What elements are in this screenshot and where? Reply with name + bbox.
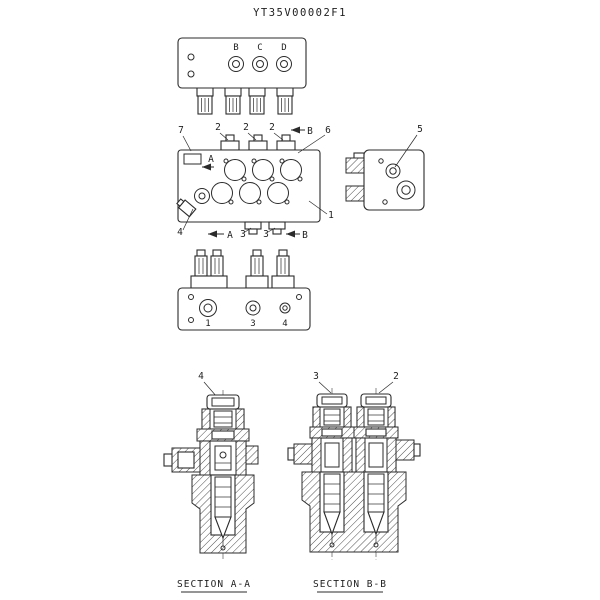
side-port (396, 180, 416, 200)
valve-cartridge-section (309, 393, 355, 473)
side-view: 5 (345, 124, 425, 211)
front-view: 7 2 2 2 6 A A B B 4 3 3 1 (176, 122, 334, 241)
section-letter-a: A (208, 154, 214, 165)
callout-3: 3 (313, 371, 319, 382)
callout-6: 6 (325, 125, 331, 136)
callout-2: 2 (393, 371, 399, 382)
spool-tip (214, 516, 232, 540)
callout-7: 7 (178, 125, 184, 136)
port-label-4: 4 (282, 319, 287, 329)
section-mark-a-bottom: A (208, 230, 233, 241)
nameplate (183, 153, 202, 165)
port-C: C (252, 43, 268, 72)
port-label-d: D (281, 43, 286, 53)
valve-bottom-stem (268, 221, 286, 235)
callout-4: 4 (198, 371, 204, 382)
valve-flange (279, 158, 303, 182)
side-connector (345, 185, 365, 202)
screw-hole (187, 70, 195, 78)
section-mark-b-top: B (291, 126, 313, 137)
top-view-connector (276, 85, 294, 115)
valve-flange (223, 158, 247, 182)
section-aa-caption: SECTION A-A (177, 579, 251, 590)
valve-flange (251, 158, 275, 182)
callout-2: 2 (269, 122, 275, 133)
section-aa-label: SECTION A-A (177, 579, 251, 593)
top-view-connector (248, 85, 266, 115)
port-label-1: 1 (205, 319, 210, 329)
top-view-connector (196, 85, 214, 115)
spool-tip (323, 511, 341, 536)
bottom-view-connector (245, 249, 269, 289)
valve-flange (267, 182, 290, 205)
top-view-connector (224, 85, 242, 115)
bottom-view-connector (190, 249, 228, 289)
drawing-number: YT35V00002F1 (253, 7, 347, 19)
section-letter-b: B (302, 230, 308, 241)
port-4: 4 (279, 302, 291, 329)
valve-cartridge-section (353, 393, 399, 473)
screw-hole (378, 158, 384, 164)
solenoid-connector-section (395, 439, 421, 461)
section-mark-a-top: A (202, 154, 214, 171)
side-view-body (363, 149, 425, 211)
port-3: 3 (245, 300, 261, 329)
valve-flange (211, 182, 234, 205)
valve-top (248, 134, 268, 151)
screw-hole (188, 294, 194, 300)
callout-3: 3 (240, 229, 246, 240)
screw-hole (188, 317, 194, 323)
front-view-body (177, 149, 321, 223)
section-letter-a: A (227, 230, 233, 241)
top-view: B C D (177, 37, 307, 115)
screw-hole (296, 294, 302, 300)
callout-3: 3 (263, 229, 269, 240)
section-bb-caption: SECTION B-B (313, 579, 387, 590)
port-label-c: C (257, 43, 262, 53)
bottom-view: 1 3 4 (177, 249, 311, 331)
right-port-section (245, 445, 259, 465)
port-B: B (228, 43, 244, 72)
callout-2: 2 (215, 122, 221, 133)
callout-4: 4 (177, 227, 183, 238)
section-aa-view: 4 (163, 371, 259, 560)
valve-bottom-stem (244, 221, 262, 235)
solenoid-connector-section (163, 447, 201, 473)
callout-1: 1 (328, 210, 334, 221)
section-mark-b-bottom: B (286, 230, 308, 241)
valve-flange (239, 182, 262, 205)
manifold-section (301, 471, 407, 553)
port-1: 1 (199, 299, 217, 329)
section-bb-label: SECTION B-B (313, 579, 387, 593)
port-label-b: B (233, 43, 238, 53)
side-port (385, 163, 401, 179)
bottom-view-connector (271, 249, 295, 289)
screw-hole (187, 53, 195, 61)
side-connector (345, 157, 365, 174)
callout-2: 2 (243, 122, 249, 133)
bottom-view-plate (177, 287, 311, 331)
port-D: D (276, 43, 292, 72)
port-label-3: 3 (250, 319, 255, 329)
section-letter-b: B (307, 126, 313, 137)
valve-top (220, 134, 240, 151)
solenoid-connector-section (287, 443, 313, 465)
callout-5: 5 (417, 124, 423, 135)
section-bb-view: 3 2 (287, 371, 421, 560)
spool-tip (367, 511, 385, 536)
screw-hole (382, 199, 388, 205)
top-view-plate (177, 37, 307, 89)
